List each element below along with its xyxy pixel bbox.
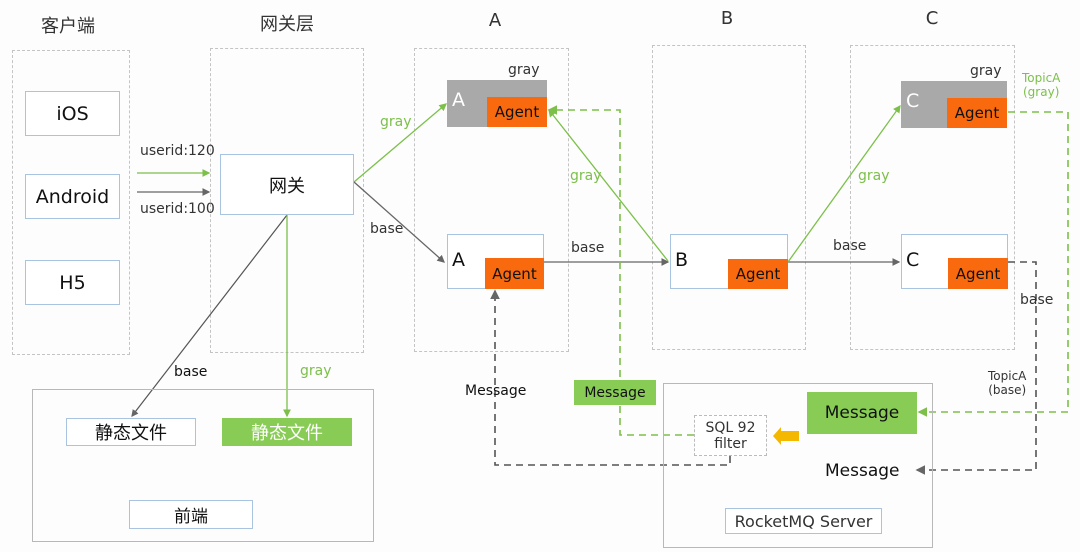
service-c-base-node[interactable]: C Agent [901,234,1008,289]
service-b-base-letter: B [675,249,689,271]
service-b-region [652,45,806,350]
edge-filter-a-gray [547,105,694,436]
column-title-b: B [720,8,734,29]
label-gw-static-gray: gray [300,363,332,379]
label-topic-base: TopicA (base) [988,369,1027,397]
frontend-label: 前端 [129,500,253,529]
client-region [12,50,130,355]
service-a-region [414,48,569,352]
message-to-a-base: Message [465,383,527,399]
column-title-c: C [925,8,939,29]
label-a-b-base: base [571,240,605,256]
edge-b-c-gray [787,104,901,263]
service-c-base-agent[interactable]: Agent [948,258,1008,289]
server-message-base: Message [825,461,900,481]
column-title-a: A [488,10,502,31]
frontend-region [32,389,374,542]
service-a-base-letter: A [452,249,465,271]
sql92-filter-line1: SQL 92 [705,419,756,436]
label-b-c-base: base [833,238,867,254]
service-c-gray-agent[interactable]: Agent [947,98,1007,128]
label-userid-100: userid:100 [140,201,215,217]
service-c-gray-tag: gray [970,63,1002,79]
label-topic-gray: TopicA (gray) [1022,71,1061,99]
column-title-client: 客户端 [41,16,95,37]
edge-topic-gray [917,111,1069,417]
service-c-gray-node[interactable]: C Agent [901,81,1007,128]
edge-gw-a-base [353,181,445,263]
rocketmq-server-region [663,383,933,548]
column-title-gateway-layer: 网关层 [260,14,314,35]
client-android[interactable]: Android [25,174,120,219]
edge-filter-a-base [490,289,731,466]
service-a-gray-node[interactable]: A Agent [447,80,547,127]
message-to-a-gray[interactable]: Message [574,380,656,405]
service-c-base-letter: C [906,249,920,271]
edge-b-a-gray [548,108,669,262]
service-a-base-agent[interactable]: Agent [485,258,544,289]
gateway-node[interactable]: 网关 [220,154,354,215]
service-a-gray-letter: A [452,89,465,111]
label-a-b-gray: gray [570,168,602,184]
label-userid-120: userid:120 [140,143,215,159]
rocketmq-server-label: RocketMQ Server [725,508,882,534]
label-c-base-down: base [1020,292,1054,308]
edge-topic-base [915,261,1037,475]
service-a-gray-tag: gray [508,62,540,78]
label-gw-a-base: base [370,221,404,237]
service-a-gray-agent[interactable]: Agent [487,97,547,127]
edge-gw-static-base [131,214,288,417]
label-b-c-gray: gray [858,168,890,184]
service-c-region [850,45,1015,350]
sql92-filter[interactable]: SQL 92 filter [694,415,767,456]
label-gw-static-base: base [174,364,208,380]
static-files-base[interactable]: 静态文件 [66,418,196,446]
sql92-filter-line2: filter [714,435,747,452]
filter-arrow-icon [773,427,799,445]
client-ios[interactable]: iOS [25,91,120,136]
service-b-base-agent[interactable]: Agent [728,259,788,289]
server-message-gray[interactable]: Message [807,392,917,434]
service-b-base-node[interactable]: B Agent [670,234,788,289]
service-a-base-node[interactable]: A Agent [447,234,544,289]
service-c-gray-letter: C [906,90,920,112]
client-h5[interactable]: H5 [25,260,120,305]
edge-gw-a-gray [353,103,447,183]
label-gw-a-gray: gray [380,114,412,130]
static-files-gray[interactable]: 静态文件 [222,418,352,446]
